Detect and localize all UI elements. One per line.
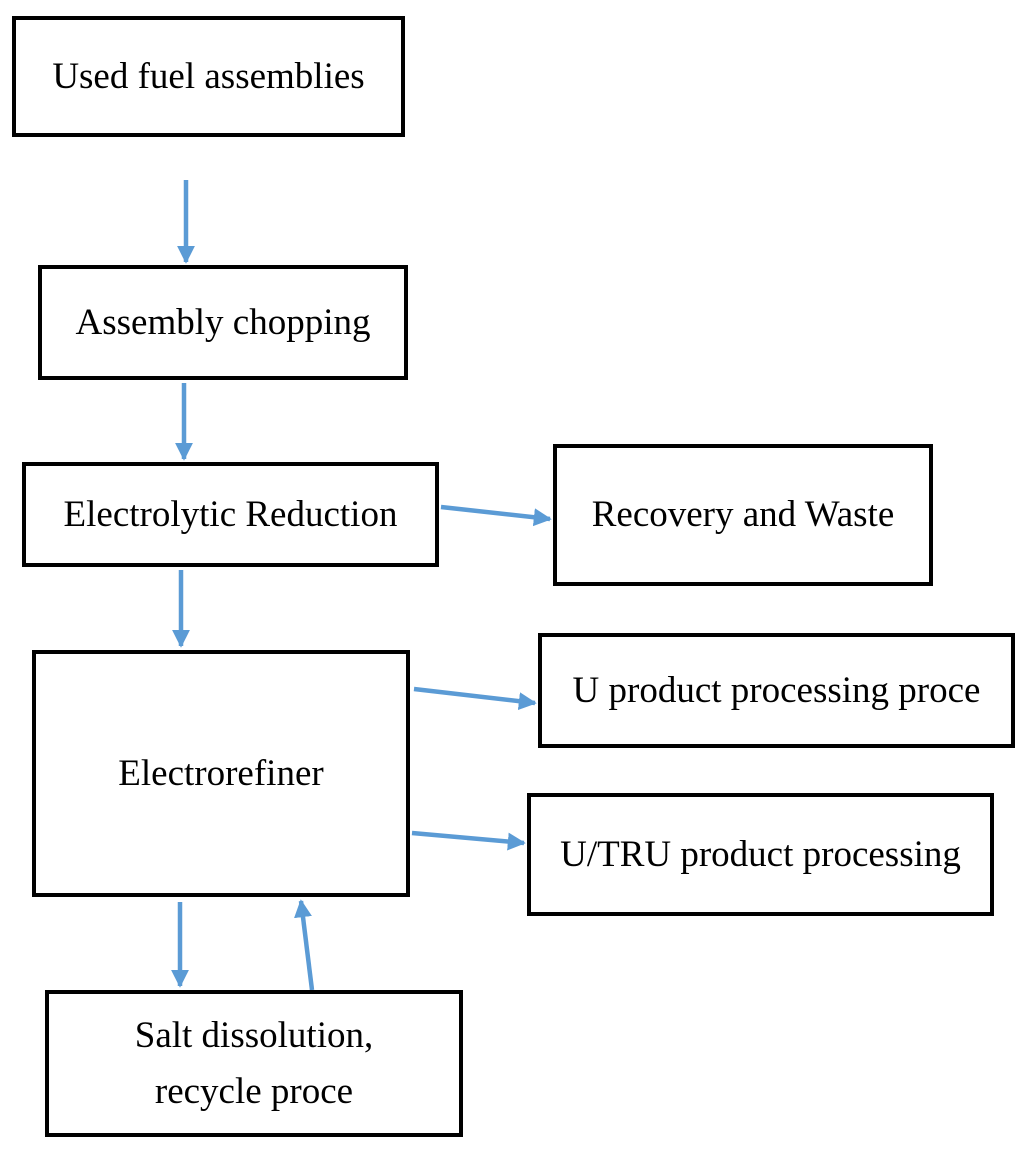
arrow-electrolytic-reduction-to-recovery-waste <box>440 504 552 527</box>
node-electrolytic-reduction: Electrolytic Reduction <box>22 462 439 567</box>
arrow-salt-dissolution-to-electrorefiner <box>294 899 315 991</box>
node-electrolytic-reduction-label: Electrolytic Reduction <box>63 493 398 535</box>
node-u-tru-product-processing-label: U/TRU product processing <box>560 833 961 875</box>
node-u-tru-product-processing: U/TRU product processing <box>527 793 994 916</box>
node-electrorefiner-label: Electrorefiner <box>118 752 324 794</box>
node-assembly-chopping: Assembly chopping <box>38 265 408 380</box>
node-assembly-chopping-label: Assembly chopping <box>75 301 371 343</box>
node-used-fuel-assemblies: Used fuel assemblies <box>12 16 405 137</box>
node-u-product-processing: U product processing proce <box>538 633 1015 748</box>
node-used-fuel-assemblies-label: Used fuel assemblies <box>52 55 365 97</box>
node-salt-dissolution-recycle-label: Salt dissolution, recycle proce <box>134 1015 374 1112</box>
node-electrorefiner: Electrorefiner <box>32 650 410 897</box>
node-u-product-processing-label: U product processing proce <box>572 669 981 711</box>
node-recovery-and-waste-label: Recovery and Waste <box>591 494 895 536</box>
node-salt-dissolution-recycle: Salt dissolution, recycle proce <box>45 990 463 1137</box>
node-recovery-and-waste: Recovery and Waste <box>553 444 933 586</box>
arrow-electrorefiner-to-u-product <box>413 686 537 711</box>
arrow-electrorefiner-to-u-tru-product <box>411 830 526 851</box>
